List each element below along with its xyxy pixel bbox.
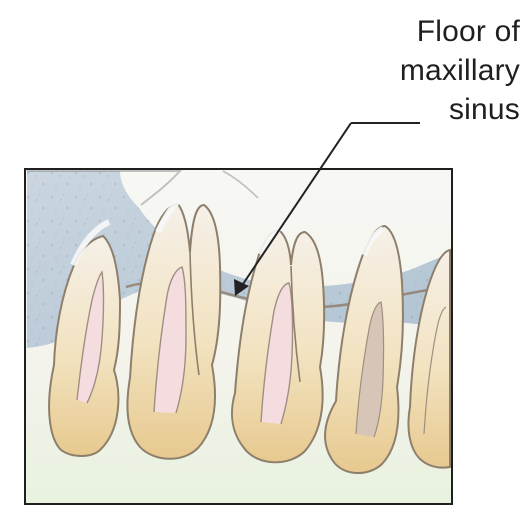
dental-sinus-illustration bbox=[0, 0, 532, 532]
maxillary-sinus-diagram-page: Floor of maxillary sinus bbox=[0, 0, 532, 532]
